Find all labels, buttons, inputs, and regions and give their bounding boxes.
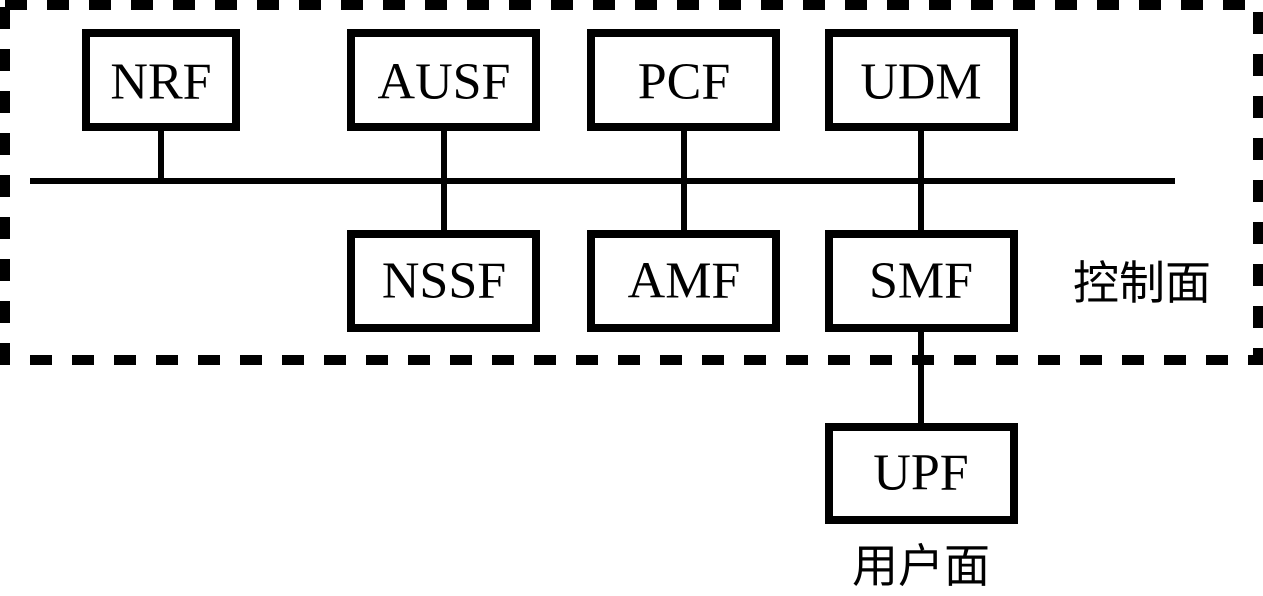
node-nrf: NRF: [82, 29, 240, 131]
node-label: UPF: [873, 445, 968, 502]
node-label: AMF: [628, 253, 741, 310]
node-label: SMF: [869, 253, 973, 310]
control-plane-boundary: [0, 0, 1263, 365]
node-box: [587, 230, 780, 332]
node-upf: UPF: [825, 423, 1018, 524]
node-box: [825, 230, 1018, 332]
node-smf: SMF: [825, 230, 1018, 332]
node-box: [825, 423, 1018, 524]
node-box: [587, 29, 780, 131]
node-label: UDM: [860, 54, 981, 111]
user-plane-label: 用户面: [852, 539, 990, 593]
node-box: [347, 29, 540, 131]
node-label: PCF: [638, 54, 731, 111]
node-udm: UDM: [825, 29, 1018, 131]
node-box: [825, 29, 1018, 131]
node-box: [347, 230, 540, 332]
node-label: AUSF: [378, 54, 511, 111]
node-label: NRF: [110, 54, 211, 111]
control-plane-label: 控制面: [1073, 256, 1211, 310]
node-ausf: AUSF: [347, 29, 540, 131]
node-nssf: NSSF: [347, 230, 540, 332]
node-pcf: PCF: [587, 29, 780, 131]
node-amf: AMF: [587, 230, 780, 332]
node-label: NSSF: [382, 253, 506, 310]
node-box: [82, 29, 240, 131]
